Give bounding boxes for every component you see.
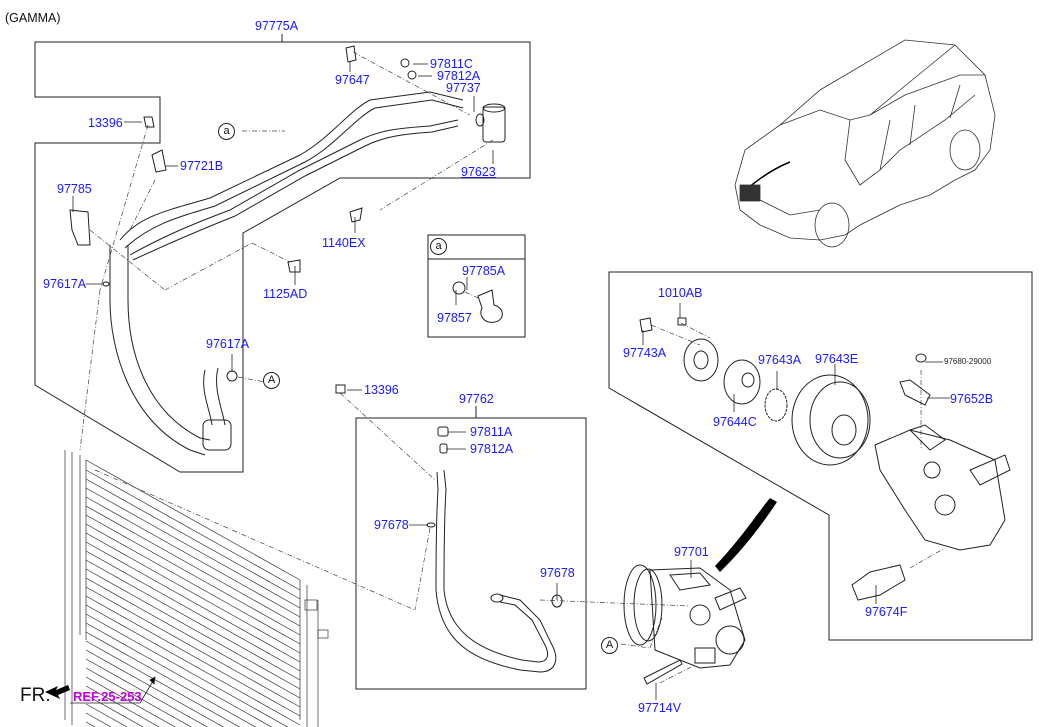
condenser-fin — [85, 478, 301, 600]
part-label-97785[interactable]: 97785 — [57, 182, 92, 196]
part-label-97701[interactable]: 97701 — [674, 545, 709, 559]
condenser-fin — [85, 496, 301, 618]
part-label-97617A-mid[interactable]: 97617A — [206, 337, 250, 351]
part-label-1010AB[interactable]: 1010AB — [658, 286, 703, 300]
condenser-fin — [85, 568, 301, 690]
condenser-fin — [85, 667, 192, 727]
callout-a-upper[interactable]: a — [218, 123, 235, 140]
part-label-97775A[interactable]: 97775A — [255, 19, 299, 33]
callout-A-mid[interactable]: A — [263, 372, 280, 389]
condenser-fin — [85, 577, 301, 699]
part-label-97743A[interactable]: 97743A — [623, 346, 667, 360]
condenser-fin — [85, 622, 273, 727]
part-label-97737[interactable]: 97737 — [446, 81, 481, 95]
part-label-97623[interactable]: 97623 — [461, 165, 496, 179]
part-label-1140EX[interactable]: 1140EX — [322, 236, 366, 250]
condenser-fin — [85, 541, 301, 663]
condenser-fin — [85, 550, 301, 672]
condenser-fin — [85, 613, 289, 727]
condenser-fin — [85, 586, 301, 708]
part-label-97812A-top[interactable]: 97812A — [437, 69, 481, 83]
front-indicator: FR. — [20, 685, 51, 706]
part-label-97652B[interactable]: 97652B — [950, 392, 994, 406]
condenser-fin — [85, 631, 257, 727]
detail-a-box — [427, 234, 526, 338]
condenser-fin — [85, 532, 301, 654]
part-label-97785A[interactable]: 97785A — [462, 264, 506, 278]
front-arrow-icon — [45, 685, 70, 699]
part-label-97617A-left[interactable]: 97617A — [43, 277, 87, 291]
condenser-fin — [85, 676, 176, 727]
part-label-97678-left[interactable]: 97678 — [374, 518, 409, 532]
part-label-97811A[interactable]: 97811A — [470, 425, 513, 439]
part-label-13396-mid[interactable]: 13396 — [364, 383, 399, 397]
part-label-97647[interactable]: 97647 — [335, 73, 370, 87]
part-label-97762[interactable]: 97762 — [459, 392, 494, 406]
condenser-fin — [85, 487, 301, 609]
part-label-97721B[interactable]: 97721B — [180, 159, 224, 173]
condenser-fin — [85, 505, 301, 627]
condenser-fin — [85, 685, 160, 727]
condenser-fin — [85, 469, 301, 591]
compressor-97701 — [623, 564, 747, 669]
part-label-97674F[interactable]: 97674F — [865, 605, 908, 619]
part-label-97812A-mid[interactable]: 97812A — [470, 442, 514, 456]
condenser-fin — [85, 640, 241, 727]
clutch-plate — [683, 338, 719, 382]
callout-a-detail: a — [430, 238, 447, 255]
part-label-1125AD[interactable]: 1125AD — [263, 287, 308, 301]
part-label-97678-right[interactable]: 97678 — [540, 566, 575, 580]
condenser-fin — [85, 658, 208, 727]
part-label-97643E[interactable]: 97643E — [815, 352, 859, 366]
condenser-fin — [85, 649, 225, 727]
condenser-fin — [85, 559, 301, 681]
callout-A-compressor[interactable]: A — [601, 637, 618, 654]
group-border-compressor — [608, 271, 1033, 641]
part-label-97714V[interactable]: 97714V — [638, 701, 682, 715]
drive-belt — [715, 498, 777, 572]
part-label-13396-top[interactable]: 13396 — [88, 116, 123, 130]
condenser-fin — [85, 721, 96, 727]
condenser-fin — [85, 703, 128, 727]
reference-link[interactable]: REF.25-253 — [73, 689, 142, 704]
condenser-fin — [85, 604, 301, 726]
part-label-97644C[interactable]: 97644C — [713, 415, 757, 429]
group-border-97762 — [355, 417, 587, 690]
condenser-fin — [85, 694, 144, 727]
condenser — [64, 450, 329, 727]
part-label-97680-29000[interactable]: 97680-29000 — [944, 357, 992, 366]
part-label-97811C[interactable]: 97811C — [430, 57, 473, 71]
part-label-97857[interactable]: 97857 — [437, 311, 472, 325]
engine-caption: (GAMMA) — [5, 11, 61, 25]
condenser-fin — [85, 523, 301, 645]
condenser-fin — [85, 514, 301, 636]
group-border-97775A — [34, 41, 531, 473]
part-label-97643A[interactable]: 97643A — [758, 353, 802, 367]
condenser-fin — [85, 595, 301, 717]
vehicle-illustration — [734, 39, 996, 248]
